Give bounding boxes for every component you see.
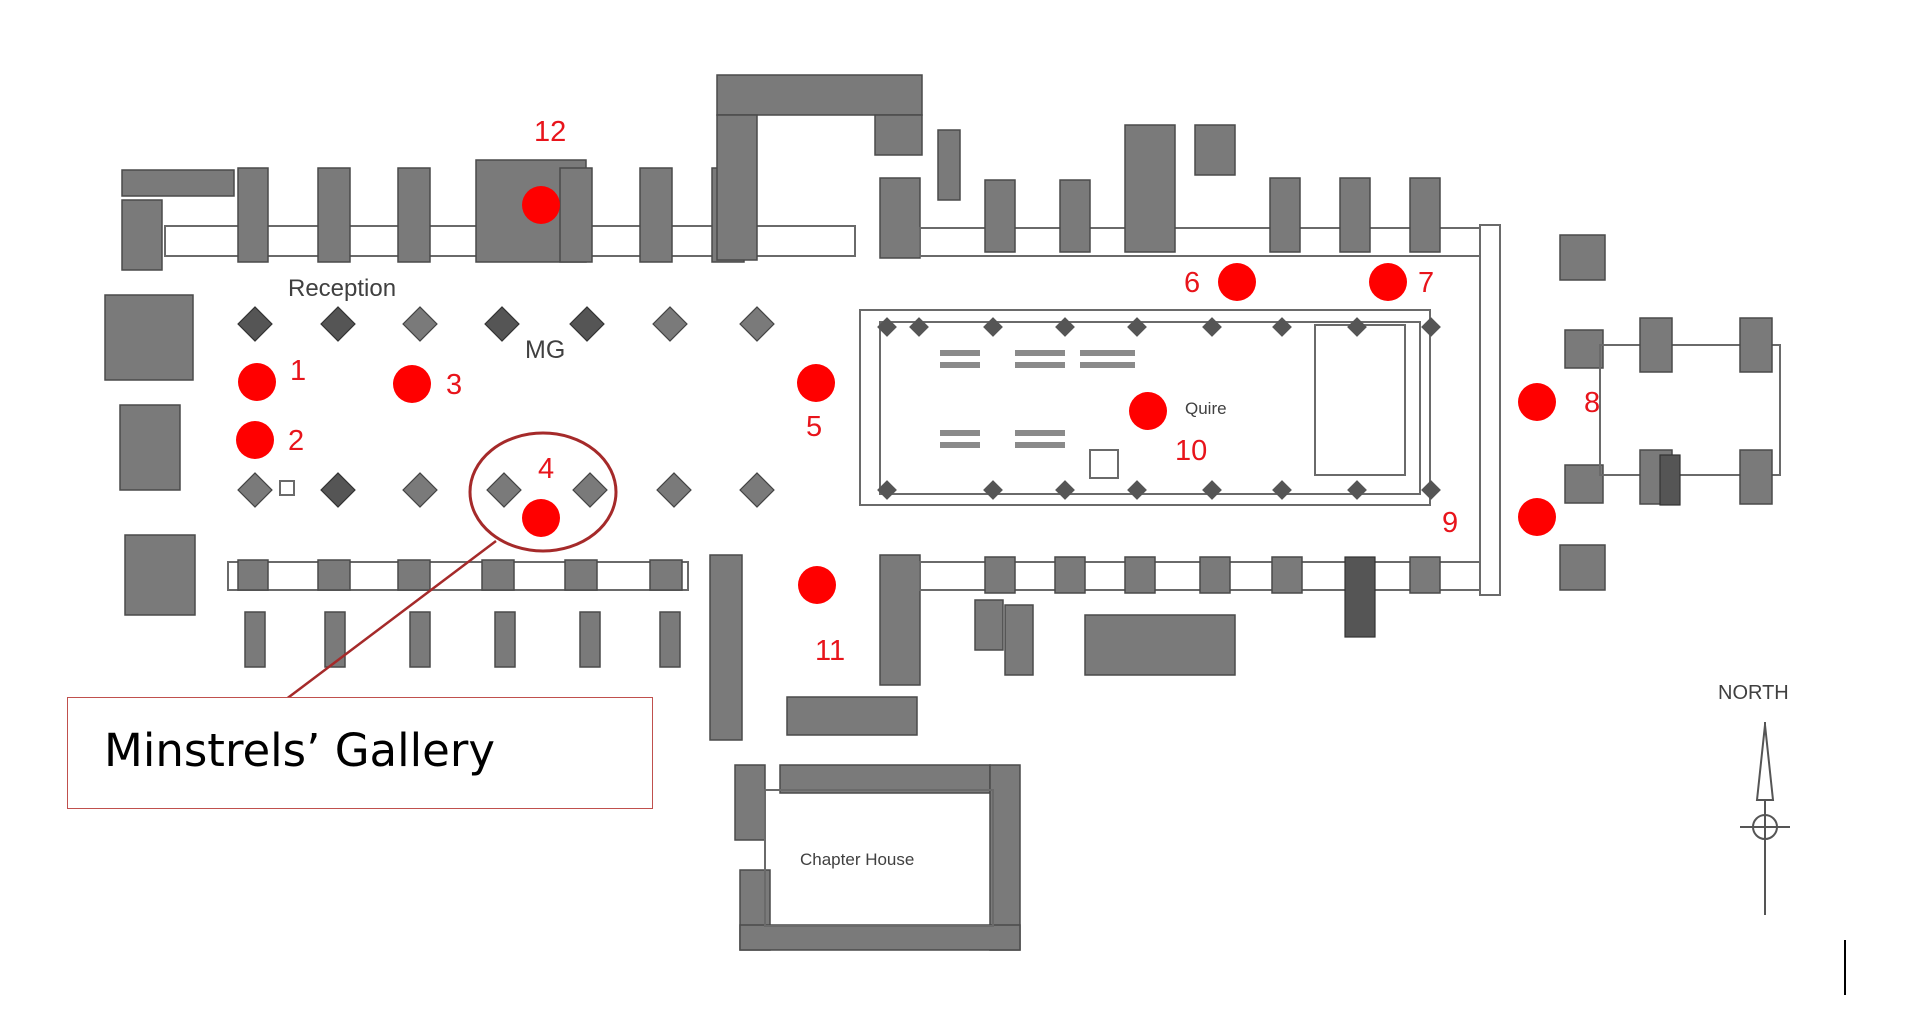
north-arrow-icon [1740, 722, 1790, 915]
marker-dot-11 [798, 566, 836, 604]
marker-dot-4 [522, 499, 560, 537]
marker-label-3: 3 [446, 369, 462, 401]
north-label: NORTH [1718, 682, 1789, 704]
marker-label-7: 7 [1418, 267, 1434, 299]
choir-south-wall [919, 556, 1481, 676]
reception-label: Reception [288, 275, 396, 302]
marker-label-11: 11 [815, 635, 845, 667]
marker-dot-6 [1218, 263, 1256, 301]
mg-label: MG [525, 336, 565, 364]
marker-dot-1 [238, 363, 276, 401]
minstrels-gallery-highlight [468, 431, 618, 553]
marker-dot-5 [797, 364, 835, 402]
west-front [104, 294, 196, 616]
marker-label-10: 10 [1175, 435, 1207, 467]
east-end [1479, 224, 1781, 596]
marker-label-5: 5 [806, 411, 822, 443]
marker-label-1: 1 [290, 355, 306, 387]
callout-leader-line [284, 540, 497, 701]
minstrels-gallery-callout: Minstrels’ Gallery [67, 697, 653, 809]
quire-enclosure [859, 309, 1441, 506]
callout-text: Minstrels’ Gallery [104, 724, 495, 777]
marker-dot-10 [1129, 392, 1167, 430]
marker-dot-9 [1518, 498, 1556, 536]
marker-dot-12 [522, 186, 560, 224]
marker-label-4: 4 [538, 453, 554, 485]
marker-label-2: 2 [288, 425, 304, 457]
marker-label-12: 12 [534, 116, 566, 148]
marker-dot-2 [236, 421, 274, 459]
marker-dot-7 [1369, 263, 1407, 301]
marker-label-9: 9 [1442, 507, 1458, 539]
chapter-house-label: Chapter House [800, 850, 914, 869]
choir-north-wall [919, 124, 1481, 257]
marker-dot-8 [1518, 383, 1556, 421]
south-transept [709, 554, 1034, 951]
nave-piers [237, 306, 775, 508]
north-transept [716, 74, 961, 261]
nave-south-wall [227, 559, 689, 668]
marker-label-6: 6 [1184, 267, 1200, 299]
marker-dot-3 [393, 365, 431, 403]
marker-label-8: 8 [1584, 387, 1600, 419]
quire-label: Quire [1185, 399, 1227, 418]
